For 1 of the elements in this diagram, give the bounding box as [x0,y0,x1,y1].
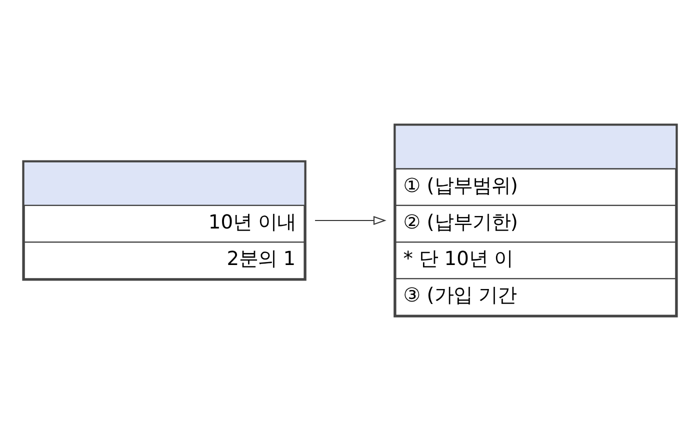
arrow [315,215,386,225]
